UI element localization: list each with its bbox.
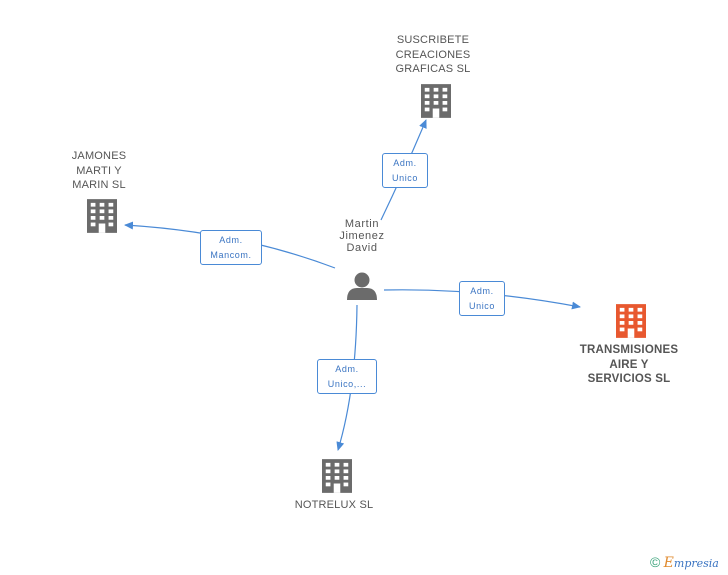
copyright-icon: ©: [650, 554, 661, 570]
building-icon[interactable]: [87, 199, 117, 233]
company-label-suscribete[interactable]: SUSCRIBETE CREACIONES GRAFICAS SL: [395, 34, 471, 75]
company-label-transmisiones[interactable]: TRANSMISIONES AIRE Y SERVICIOS SL: [579, 344, 679, 385]
person-name[interactable]: Martin Jimenez David: [339, 218, 385, 254]
company-label-jamones[interactable]: JAMONES MARTI Y MARIN SL: [71, 150, 127, 191]
building-icon[interactable]: [421, 84, 451, 118]
relation-label-notrelux: Adm. Unico,...: [317, 359, 377, 394]
person-icon[interactable]: [347, 272, 377, 301]
company-label-notrelux[interactable]: NOTRELUX SL: [294, 499, 374, 511]
brand-name: mpresia: [673, 557, 719, 570]
relation-label-transmisiones: Adm. Unico: [459, 281, 505, 316]
building-icon[interactable]: [322, 459, 352, 493]
footer-brand: © Empresia: [650, 554, 719, 571]
brand-logo-e: E: [663, 555, 674, 571]
relation-label-suscribete: Adm. Unico: [382, 153, 428, 188]
building-icon[interactable]: [616, 304, 646, 338]
relation-label-jamones: Adm. Mancom.: [200, 230, 262, 265]
